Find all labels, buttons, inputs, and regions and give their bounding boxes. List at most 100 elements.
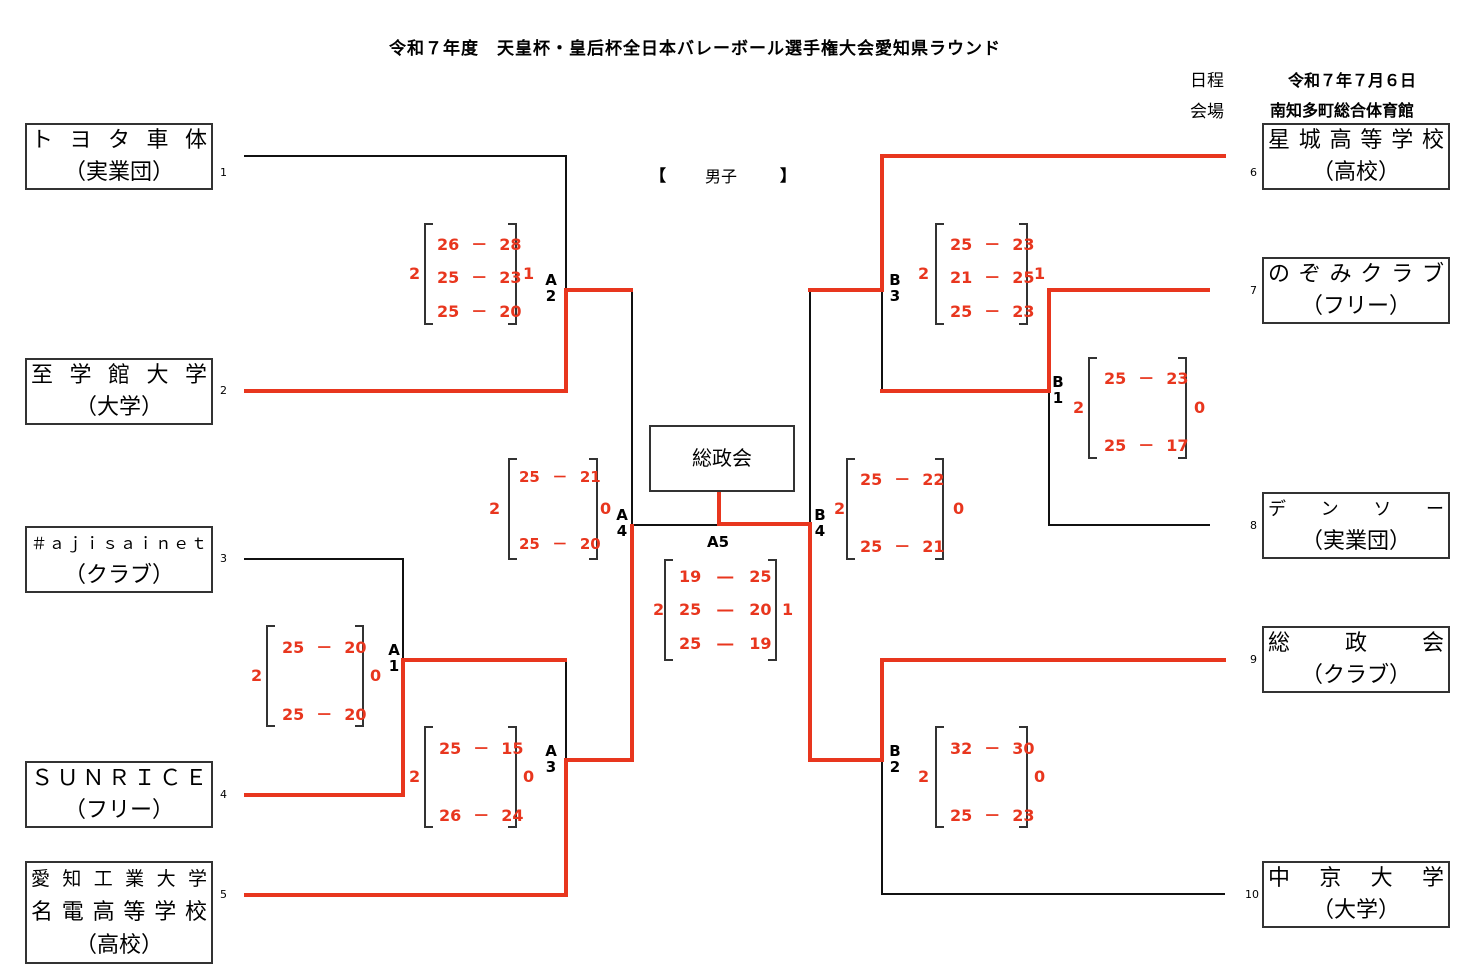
name-char: 会 <box>1421 631 1444 656</box>
line-seed8 <box>1048 524 1210 526</box>
left-sets: 2 <box>409 264 421 283</box>
seed-number: 4 <box>220 788 227 801</box>
win-line-seed2 <box>244 389 568 393</box>
left-sets: 2 <box>918 767 930 786</box>
bracket-right <box>768 559 777 661</box>
name-char: 学 <box>1391 128 1414 153</box>
name-char: ブ <box>1421 262 1444 287</box>
team-name: 至学館大学 <box>31 363 207 389</box>
set-score: 25－23 <box>950 302 1035 321</box>
seed-number: 9 <box>1250 653 1257 666</box>
name-char: 高 <box>92 900 115 925</box>
page-title: 令和７年度 天皇杯・皇后杯全日本バレーボール選手権大会愛知県ラウンド <box>389 39 1001 59</box>
set-score: 25－20 <box>437 302 522 321</box>
team-name: のぞみクラブ <box>1268 262 1444 288</box>
win-line-a2-out <box>564 288 633 292</box>
team-box-6: 星城高等学校 （高校） <box>1262 123 1450 190</box>
name-char: 学 <box>184 363 207 388</box>
bracket-right <box>508 223 517 325</box>
set-score: 26－28 <box>437 235 522 254</box>
team-box-8: デンソー （実業団） <box>1262 492 1450 559</box>
win-line-seed5 <box>244 893 568 897</box>
set-score: 25－20 <box>519 535 601 553</box>
name-char: 知 <box>62 868 82 890</box>
seed-number: 2 <box>220 384 227 397</box>
name-char: 政 <box>1344 631 1367 656</box>
bracket-left <box>424 726 433 828</box>
win-line-seed9 <box>880 658 1226 662</box>
bracket-left <box>935 726 944 828</box>
set-score: 25－20 <box>282 638 367 657</box>
name-char: タ <box>107 128 130 153</box>
win-line-a4-v <box>630 524 634 762</box>
name-char: 業 <box>125 868 145 890</box>
seed-number: 8 <box>1250 519 1257 532</box>
name-char: ａ <box>48 534 65 553</box>
section-label: 男子 <box>705 167 738 186</box>
team-category: （高校） <box>74 933 163 958</box>
team-name-line2: 名電高等学校 <box>31 900 207 926</box>
final-winner-box: 総政会 <box>649 425 795 492</box>
name-char: ク <box>1360 262 1383 287</box>
name-char: ぞ <box>1298 262 1321 287</box>
name-char: 至 <box>31 363 54 388</box>
left-sets: 2 <box>489 499 501 518</box>
set-score: 25－23 <box>1104 369 1189 388</box>
win-line-a3-out <box>564 758 633 762</box>
name-char: 名 <box>31 900 54 925</box>
right-sets: 0 <box>1034 767 1046 786</box>
win-line-a1-out <box>401 658 567 662</box>
name-char: ｉ <box>137 534 154 553</box>
win-line-b2-out <box>808 758 884 762</box>
venue-label: 会場 <box>1190 102 1224 122</box>
name-char: ン <box>1320 499 1339 520</box>
team-name: 星城高等学校 <box>1268 128 1444 154</box>
bracket-left <box>508 458 517 560</box>
name-char: Ｅ <box>184 766 207 791</box>
right-sets: 1 <box>782 600 794 619</box>
team-category: （フリー） <box>63 798 174 823</box>
team-category: （大学） <box>74 395 163 420</box>
line-a3-v-top <box>565 659 567 761</box>
team-box-5: 愛知工業大学 名電高等学校 （高校） <box>25 861 213 964</box>
team-category: （クラブ） <box>63 563 174 588</box>
line-b1-v-bottom <box>1048 391 1050 526</box>
name-char: ＃ <box>31 534 48 553</box>
set-score: 21－25 <box>950 268 1035 287</box>
right-sets: 0 <box>370 666 382 685</box>
name-char: ｎ <box>155 534 172 553</box>
seed-number: 3 <box>220 552 227 565</box>
win-line-b2-v <box>880 658 884 762</box>
seed-number: 7 <box>1250 284 1257 297</box>
win-line-seed4 <box>244 793 404 797</box>
seed-number: 10 <box>1245 888 1259 901</box>
win-line-a1-v <box>401 659 405 797</box>
bracket-left <box>846 458 855 560</box>
name-char: ｊ <box>66 534 83 553</box>
name-char: ヨ <box>69 128 92 153</box>
set-score: 32－30 <box>950 739 1035 758</box>
left-sets: 2 <box>918 264 930 283</box>
name-char: ｉ <box>84 534 101 553</box>
team-name: デンソー <box>1268 497 1444 523</box>
set-score: 25－17 <box>1104 436 1189 455</box>
team-box-2: 至学館大学 （大学） <box>25 358 213 425</box>
name-char: 総 <box>1268 631 1291 656</box>
name-char: 大 <box>156 868 176 890</box>
line-seed3 <box>244 558 404 560</box>
name-char: ラ <box>1391 262 1414 287</box>
name-char: ソ <box>1373 499 1392 520</box>
line-seed1 <box>244 155 567 157</box>
bracket-left <box>424 223 433 325</box>
set-score: 25―19 <box>679 634 772 653</box>
set-score: 25－15 <box>439 739 524 758</box>
team-box-7: のぞみクラブ （フリー） <box>1262 257 1450 324</box>
bracket-left <box>664 559 673 661</box>
right-sets: 1 <box>523 264 535 283</box>
